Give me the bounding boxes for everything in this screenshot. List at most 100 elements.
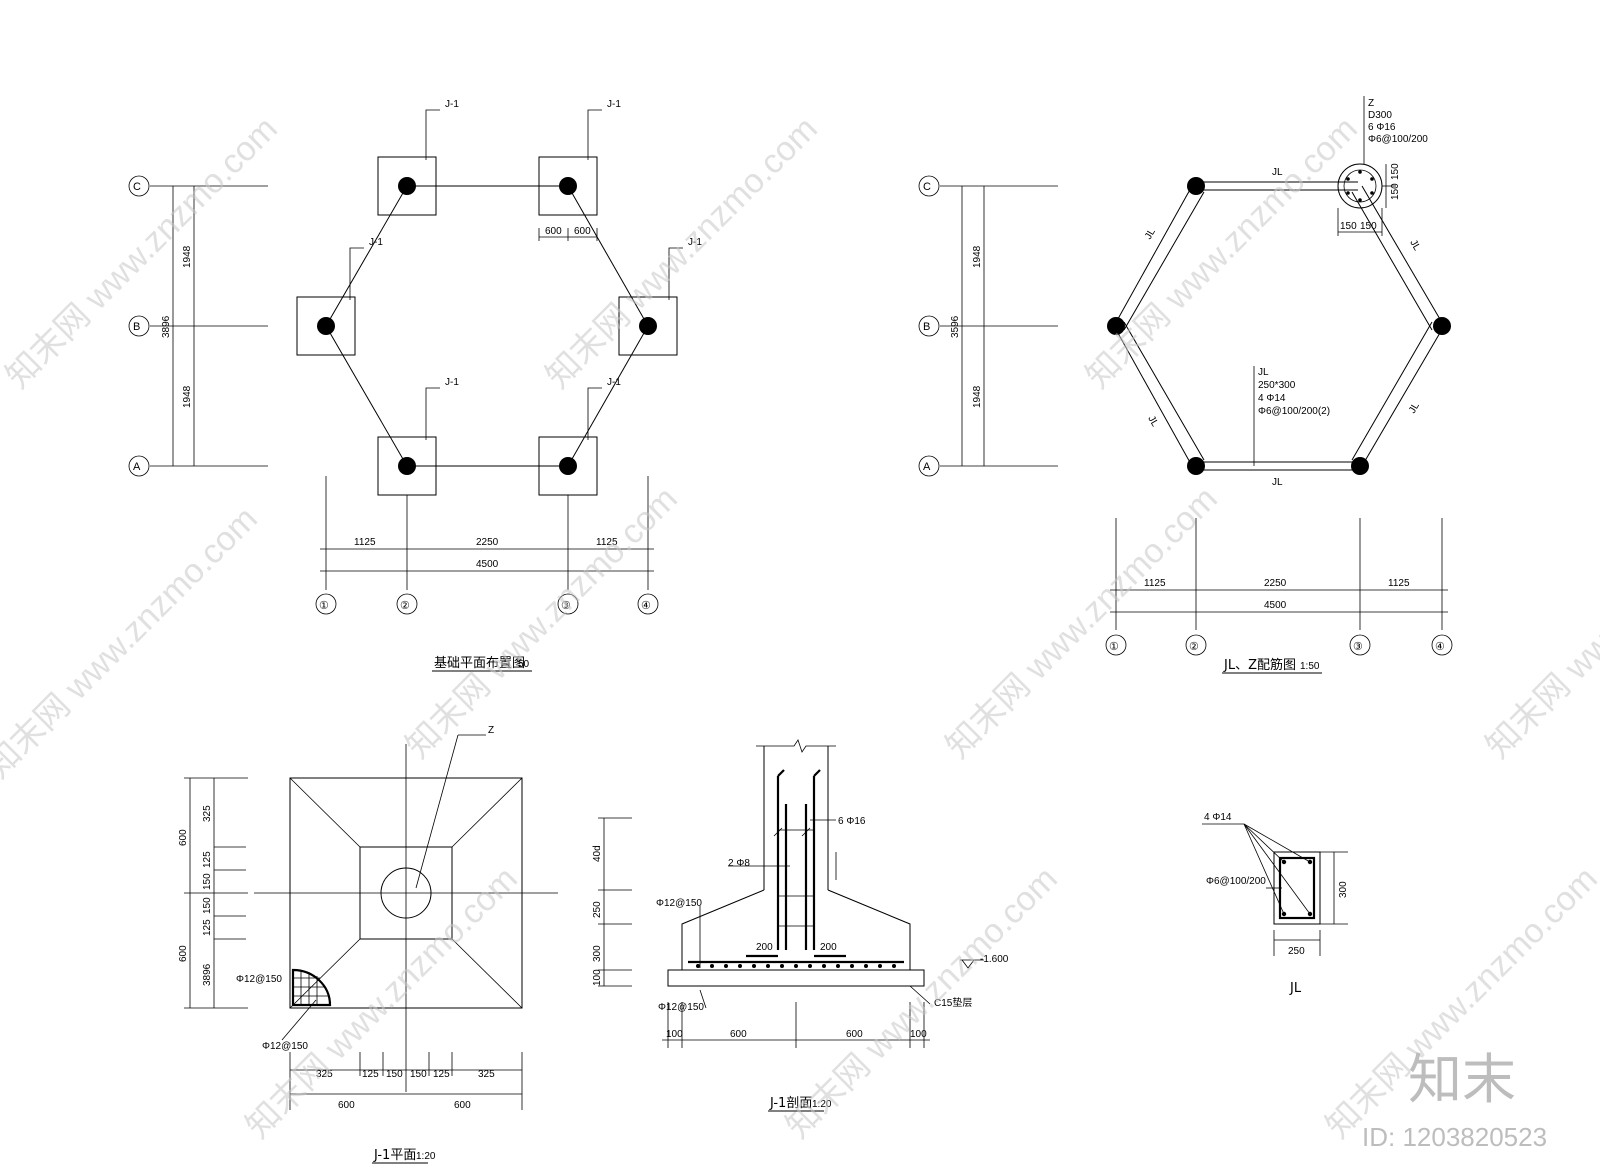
column-dot (1187, 457, 1205, 475)
column-dot (398, 177, 416, 195)
brand-logo: 知末 (1408, 1048, 1516, 1111)
dim-text: 600 (574, 226, 591, 237)
dim-text: 100 (666, 1029, 683, 1040)
dim-text: 325 (202, 805, 213, 822)
beam-label: JL (1272, 167, 1283, 178)
column-note: D300 (1368, 110, 1392, 121)
footing-label: J-1 (607, 99, 621, 110)
beam-note: Φ6@100/200(2) (1258, 406, 1330, 417)
footing-j1 (618, 296, 678, 356)
id-label: ID: 1203820523 (1362, 1122, 1547, 1152)
dim-text: 325 (478, 1069, 495, 1080)
dim-text: 1125 (596, 537, 618, 548)
footing-j1 (377, 156, 437, 216)
watermark: 知末网 www.znzmo.com (1479, 480, 1600, 766)
rebar-label: Φ12@150 (236, 974, 282, 985)
beam-section (1202, 823, 1348, 956)
beam-note: 4 Φ14 (1258, 393, 1286, 404)
beam-label: JL (1407, 238, 1422, 253)
dim-text: 325 (316, 1069, 333, 1080)
footing-label: J-1 (445, 99, 459, 110)
column-dot (559, 177, 577, 195)
dim-text: 2250 (1264, 578, 1287, 589)
dim-text: 600 (178, 829, 189, 846)
drawing-title: JL (1289, 981, 1302, 996)
dim-text: 3896 (202, 963, 213, 986)
watermark: 知末网 www.znzmo.com (1079, 110, 1365, 396)
axis-label-col: ④ (641, 600, 651, 612)
dim-text: 600 (338, 1100, 355, 1111)
dim-text: 125 (433, 1069, 450, 1080)
dim-text: 125 (202, 919, 213, 936)
dim-text: 1948 (182, 385, 193, 408)
anchor-label: 200 (756, 942, 773, 953)
dim-text: 150 (202, 873, 213, 890)
beam-note: 250*300 (1258, 380, 1296, 391)
rebar-label: Φ12@150 (658, 1002, 704, 1013)
drawing-scale: 50 (518, 659, 530, 670)
dim-text: 100 (592, 969, 603, 986)
cushion-label: C15垫层 (934, 996, 972, 1009)
drawing-scale: 1:20 (812, 1099, 832, 1110)
anchor-label: 200 (820, 942, 837, 953)
axis-label-row: B (923, 321, 930, 333)
dim-text: 150 (1360, 221, 1377, 232)
dim-text: 600 (545, 226, 562, 237)
dim-text: 600 (846, 1029, 863, 1040)
beam-label: JL (1272, 477, 1283, 488)
column-dot (559, 457, 577, 475)
column-dot (1187, 177, 1205, 195)
dim-text: 1948 (182, 245, 193, 268)
watermark: 知末网 www.znzmo.com (239, 860, 525, 1146)
column-note: 6 Φ16 (1368, 122, 1396, 133)
watermark: 知末网 www.znzmo.com (399, 480, 685, 766)
axis-label-col: ④ (1435, 641, 1445, 653)
drawing-title: 基础平面布置图 (434, 656, 525, 671)
column-dot (1107, 317, 1125, 335)
column-dot (1433, 317, 1451, 335)
elevation-label: -1.600 (980, 954, 1009, 965)
axis-label-row: A (923, 461, 931, 473)
footing-j1 (296, 296, 356, 356)
bottom-rebar-dots (696, 964, 896, 968)
drawing-title: JL、Z配筋图 (1223, 657, 1296, 673)
dim-text: 600 (730, 1029, 747, 1040)
column-note: Φ6@100/200 (1368, 134, 1428, 145)
drawing-title: J-1剖面 (769, 1096, 812, 1111)
footing-label: J-1 (607, 377, 621, 388)
dim-text: 3896 (161, 315, 172, 338)
rebar-label: 2 Φ8 (728, 858, 750, 869)
dim-text: 100 (910, 1029, 927, 1040)
beam-note: JL (1258, 367, 1269, 378)
footing-label: J-1 (445, 377, 459, 388)
dim-text: 1125 (1144, 578, 1166, 589)
column-dot (639, 317, 657, 335)
column-dot (1351, 457, 1369, 475)
beam-plan (918, 96, 1453, 674)
rebar-label: Φ6@100/200 (1206, 876, 1266, 887)
watermark: 知末网 www.znzmo.com (0, 110, 285, 396)
footing-label: J-1 (369, 237, 383, 248)
dim-text: 300 (592, 945, 603, 962)
watermark: 知末网 www.znzmo.com (939, 480, 1225, 766)
dim-text: 2250 (476, 537, 499, 548)
dim-text: 1125 (1388, 578, 1410, 589)
dim-text: 1125 (354, 537, 376, 548)
drawing-title: J-1平面 (373, 1148, 416, 1163)
axis-label-col: ① (319, 600, 329, 612)
drawing-scale: 1:20 (416, 1151, 436, 1162)
axis-label-col: ② (1189, 641, 1199, 653)
beam-label: JL (1145, 414, 1160, 429)
watermark: 知末网 www.znzmo.com (0, 500, 265, 786)
column-note: Z (1368, 98, 1374, 109)
dim-text: 150 (1390, 163, 1401, 180)
rebar-label: 4 Φ14 (1204, 812, 1232, 823)
foundation-plan (128, 109, 683, 672)
column-label: Z (488, 725, 494, 736)
j1-section (598, 739, 984, 1112)
axis-label-col: ① (1109, 641, 1119, 653)
dim-text: 40d (592, 845, 603, 862)
dim-text: 3596 (950, 315, 961, 338)
dim-text: 150 (386, 1069, 403, 1080)
